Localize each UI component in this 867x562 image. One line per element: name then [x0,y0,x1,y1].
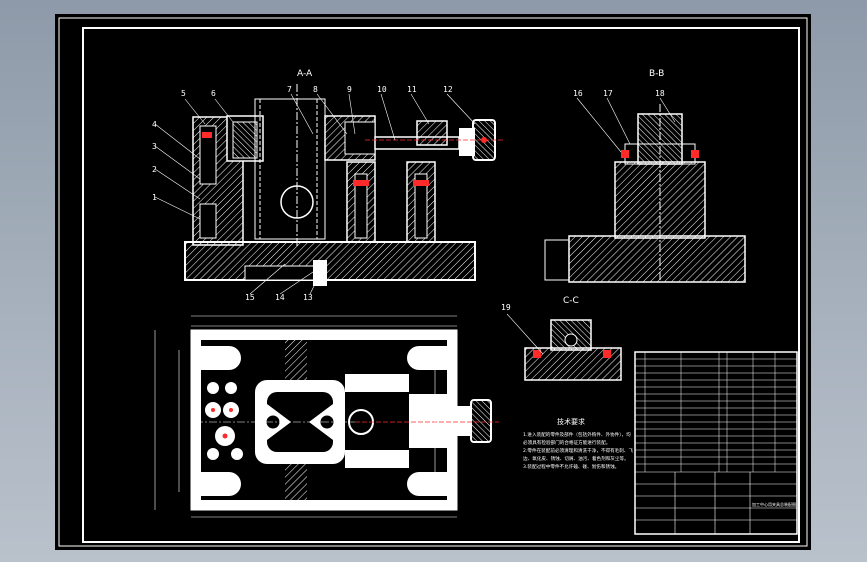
title-block: 加工中心用夹具总装配图 [634,351,798,535]
assembly-drawing: A-A [58,17,808,547]
inner-border [82,27,800,543]
part-number-2: 2 [152,165,157,174]
part-number-4: 4 [152,120,157,129]
section-cc-title: C-C [563,296,579,306]
part-number-5: 5 [181,89,186,98]
part-number-14: 14 [275,293,285,302]
plan-view [154,315,499,518]
part-number-labels: 1 2 3 4 5 6 7 8 9 10 11 12 13 14 15 16 1… [152,85,665,312]
tech-req-title: 技术要求 [557,417,585,426]
cad-drawing-viewport[interactable]: A-A [55,14,811,550]
outer-border [58,17,808,547]
part-number-13: 13 [303,293,313,302]
tech-note-4: 边、氧化皮、锈蚀、切屑、油污、着色剂和灰尘等。 [523,455,629,462]
part-number-3: 3 [152,142,157,151]
part-number-18: 18 [655,89,665,98]
section-bb-title: B-B [649,69,664,79]
section-bb-view: B-B [544,69,746,283]
part-number-12: 12 [443,85,453,94]
technical-requirements: 技术要求 1.进入装配的零件及部件（包括外购件、外协件），均 必须具有检验部门的… [523,417,633,470]
tech-note-3: 2.零件在装配前必须清理和清洗干净，不得有毛刺、飞 [523,447,633,454]
part-number-7: 7 [287,85,292,94]
part-number-10: 10 [377,85,387,94]
part-number-6: 6 [211,89,216,98]
part-number-16: 16 [573,89,583,98]
section-aa-title: A-A [297,69,313,79]
part-number-9: 9 [347,85,352,94]
part-number-8: 8 [313,85,318,94]
section-cc-view: C-C [506,296,622,381]
drawing-title: 加工中心用夹具总装配图 [752,501,796,507]
part-number-19: 19 [501,303,511,312]
tech-note-2: 必须具有检验部门的合格证方能进行装配。 [523,439,610,446]
part-number-11: 11 [407,85,417,94]
part-number-17: 17 [603,89,613,98]
section-aa-view: A-A [154,69,503,295]
part-number-15: 15 [245,293,255,302]
tech-note-5: 3.装配过程中零件不允许磕、碰、划伤和锈蚀。 [523,463,619,470]
tech-note-1: 1.进入装配的零件及部件（包括外购件、外协件），均 [523,431,631,438]
part-number-1: 1 [152,193,157,202]
